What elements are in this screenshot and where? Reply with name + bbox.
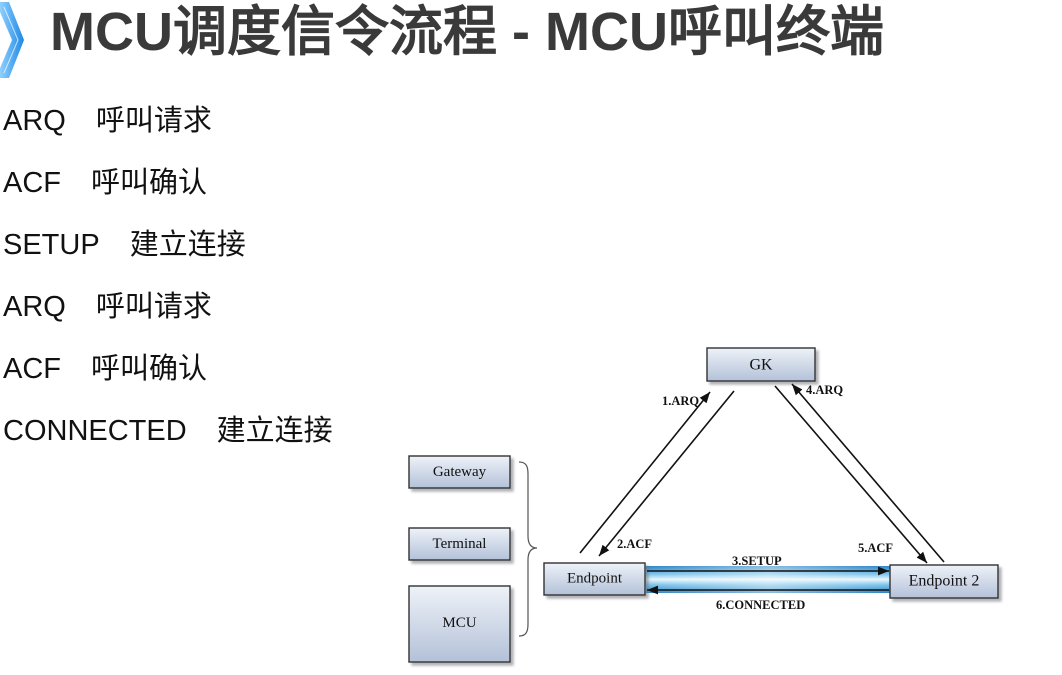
message-label-5-acf: 5.ACF [858,541,893,555]
message-label-6-connected: 6.CONNECTED [716,598,805,612]
step-code: ARQ [3,105,66,137]
node-endpoint-2: Endpoint 2 [889,564,999,599]
step-code: ARQ [3,291,66,323]
step-description: 呼叫确认 [91,353,208,385]
step-description: 呼叫请求 [95,105,212,137]
node-box [408,585,511,663]
list-item: ACF 呼叫确认 [3,152,333,214]
step-description: 呼叫确认 [91,167,208,199]
node-box [408,455,511,489]
node-label: Endpoint 2 [909,573,980,590]
grouping-brace [518,461,538,637]
message-label-3-setup: 3.SETUP [732,554,782,568]
list-item: ARQ 呼叫请求 [3,90,333,152]
node-gk: GK [706,347,816,382]
node-label: MCU [442,615,476,631]
node-gateway: Gateway [408,455,511,489]
node-box [706,347,816,382]
node-label: Terminal [433,536,487,552]
node-endpoint: Endpoint [543,562,646,596]
list-item: SETUP 建立连接 [3,214,333,276]
signaling-step-list: ARQ 呼叫请求 ACF 呼叫确认 SETUP 建立连接 ARQ 呼叫请求 ACF 呼叫确… [3,90,333,462]
step-description: 建立连接 [129,229,246,261]
message-label-1-arq: 1.ARQ [662,394,699,408]
step-code: ACF [3,353,61,385]
arrow-5-acf [774,385,928,564]
step-description: 建立连接 [216,415,333,447]
step-code: CONNECTED [3,415,187,447]
step-code: SETUP [3,229,100,261]
step-description: 呼叫请求 [95,291,212,323]
arrow-2-acf [598,390,735,557]
list-item: ARQ 呼叫请求 [3,276,333,338]
node-box [543,562,646,596]
slide-title: MCU调度信令流程 - MCU呼叫终端 [50,2,884,62]
connection-band [646,566,890,593]
message-label-2-acf: 2.ACF [617,537,652,551]
arrow-1-arq [579,391,711,554]
step-code: ACF [3,167,61,199]
message-label-4-arq: 4.ARQ [806,383,843,397]
list-item: CONNECTED 建立连接 [3,400,333,462]
node-label: Gateway [433,464,487,480]
arrow-4-arq [791,383,945,563]
node-box [408,527,511,561]
chevron-right-icon [0,2,24,78]
node-terminal: Terminal [408,527,511,561]
node-label: GK [749,357,773,374]
node-label: Endpoint [567,571,623,587]
node-mcu: MCU [408,585,511,663]
node-box [889,564,999,599]
list-item: ACF 呼叫确认 [3,338,333,400]
